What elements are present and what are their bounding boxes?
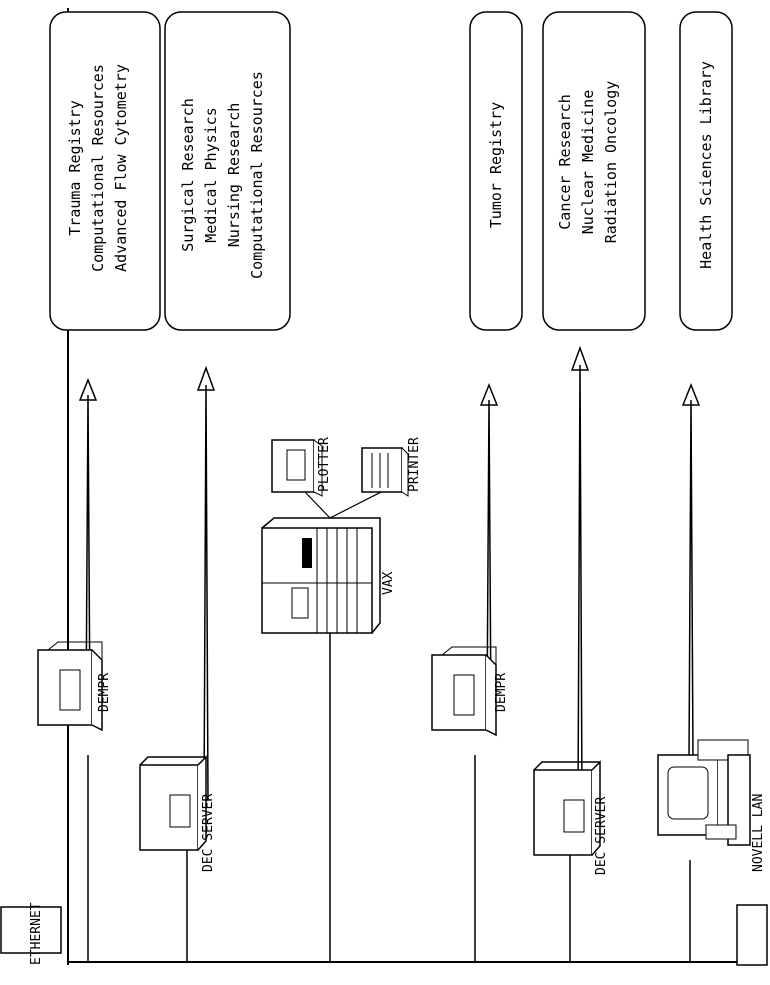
department-box-5 [679, 11, 733, 331]
dec-server-top-device [139, 755, 207, 851]
arrow-2 [196, 365, 216, 801]
department-2-line-4: Computational Resources [248, 71, 266, 279]
printer-label: PRINTER [407, 437, 422, 492]
department-box-4 [542, 11, 646, 331]
department-1-line-3: Advanced Flow Cytometry [112, 64, 130, 272]
department-4-line-3: Radiation Oncology [602, 81, 620, 244]
department-1-line-1: Trauma Registry [66, 100, 84, 235]
dec-server-bottom-device [533, 760, 601, 856]
department-2-line-1: Surgical Research [179, 98, 197, 252]
department-4-line-1: Cancer Research [556, 94, 574, 229]
dempr-bottom-device [431, 646, 497, 737]
dempr-top-label: DEMPR [97, 673, 112, 712]
department-box-3 [469, 11, 523, 331]
department-3-line-1: Tumor Registry [487, 102, 505, 228]
plotter-label: PLOTTER [317, 437, 332, 492]
department-box-1 [49, 11, 161, 331]
printer-device [361, 447, 409, 497]
ethernet-label: ETHERNET [29, 902, 44, 965]
dempr-top-device [37, 641, 103, 732]
novell-lan-label: NOVELL LAN [751, 794, 766, 872]
arrow-4 [570, 345, 590, 801]
plotter-device [271, 439, 323, 497]
branch-lines [87, 590, 691, 962]
vax-label: VAX [381, 571, 396, 595]
department-box-2 [164, 11, 291, 331]
department-4-line-2: Nuclear Medicine [579, 90, 597, 235]
dec-server-bottom-label: DEC SERVER [594, 797, 609, 875]
arrow-5 [681, 382, 701, 761]
department-2-line-3: Nursing Research [225, 103, 243, 248]
vax-peripheral-links [304, 489, 386, 519]
novell-lan-device [657, 739, 751, 846]
ethernet-terminator-bottom [736, 904, 768, 966]
department-2-line-2: Medical Physics [202, 107, 220, 242]
ethernet-terminator-top [0, 906, 62, 954]
department-1-line-2: Computational Resources [89, 64, 107, 272]
dempr-bottom-label: DEMPR [494, 673, 509, 712]
dec-server-top-label: DEC SERVER [201, 794, 216, 872]
department-5-line-1: Health Sciences Library [697, 61, 715, 269]
vax-device [261, 517, 381, 634]
